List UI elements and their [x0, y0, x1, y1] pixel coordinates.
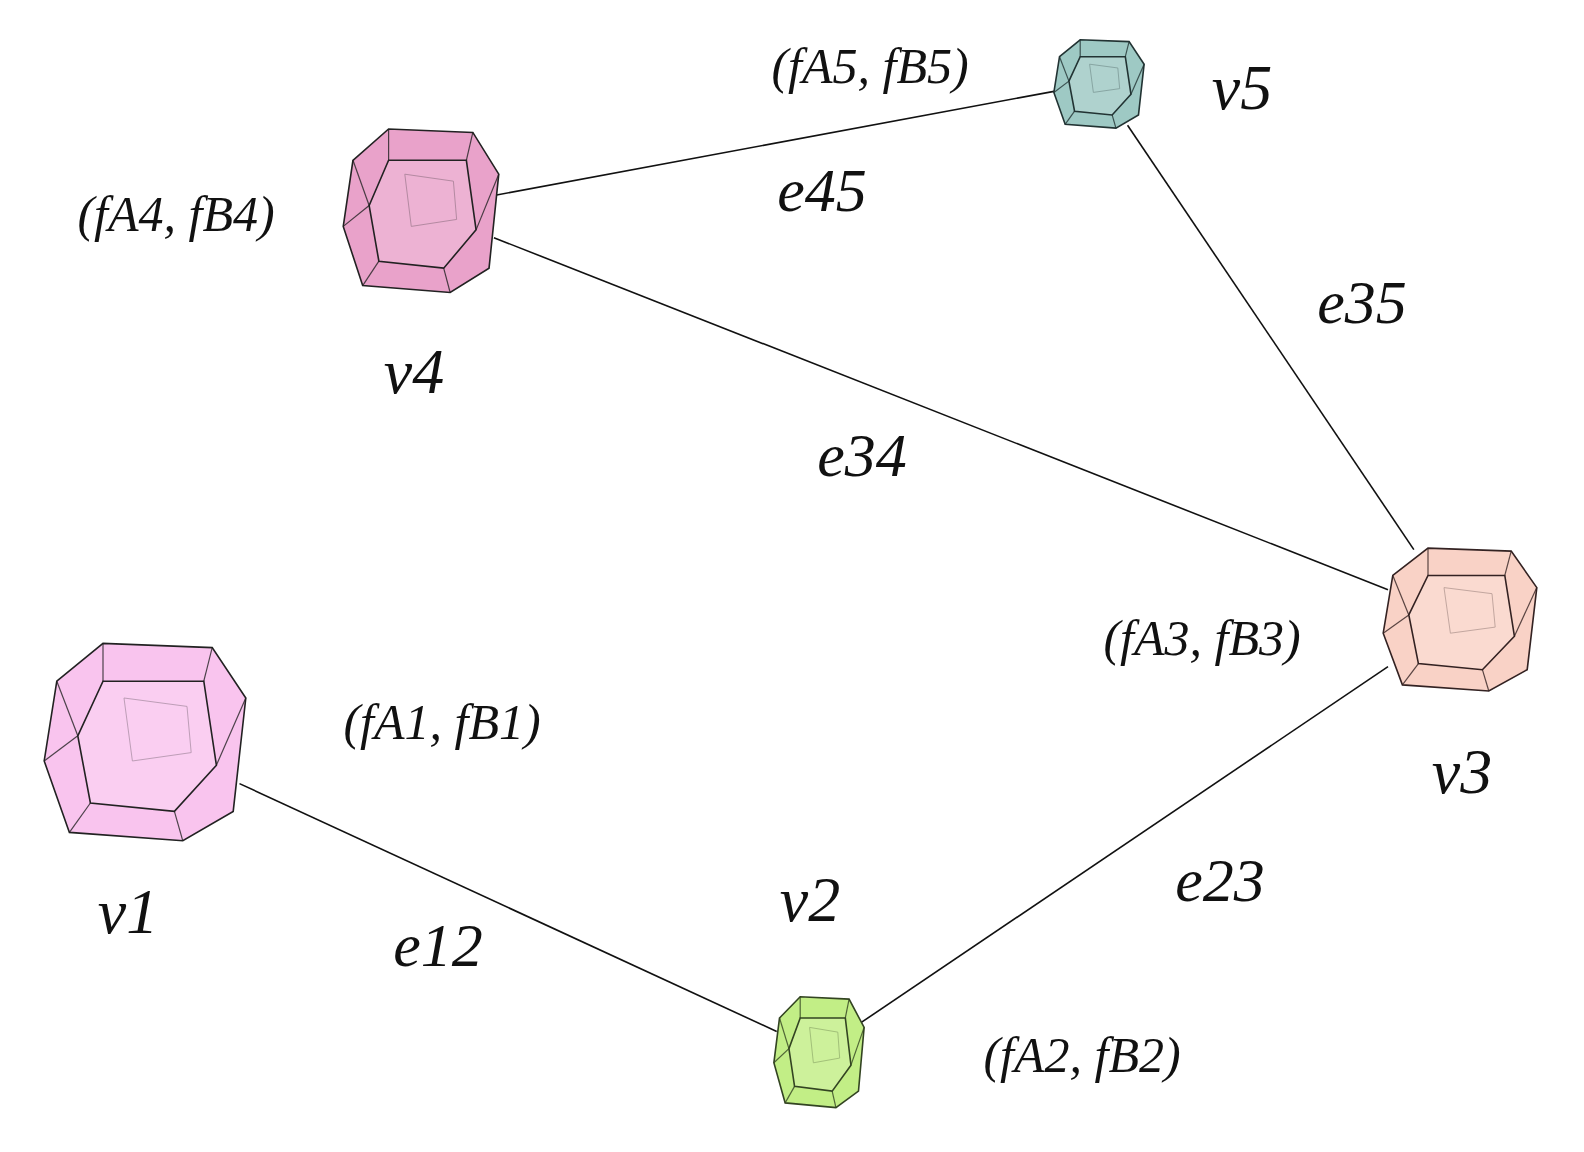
polyhedron-shape	[772, 992, 866, 1110]
graph-edge	[240, 784, 777, 1032]
graph-edge	[1128, 125, 1414, 549]
feature-label: (fA4, fB4)	[77, 189, 274, 239]
feature-label: (fA3, fB3)	[1103, 613, 1300, 663]
vertex-label: v3	[1432, 740, 1492, 804]
polyhedron-node: v2(fA2, fB2)	[772, 992, 866, 1110]
graph-edge	[494, 91, 1057, 196]
polyhedron-shape	[40, 635, 250, 845]
polyhedron-shape	[1380, 542, 1540, 694]
graph-edge	[861, 667, 1388, 1023]
edge-label: e35	[1317, 271, 1407, 333]
vertex-label: v4	[384, 340, 444, 404]
vertex-label: v2	[780, 868, 840, 932]
polyhedron-node: v1(fA1, fB1)	[40, 635, 250, 845]
feature-label: (fA2, fB2)	[983, 1030, 1180, 1080]
polyhedron-node: v4(fA4, fB4)	[340, 122, 502, 296]
polyhedron-node: v3(fA3, fB3)	[1380, 542, 1540, 694]
edge-label: e34	[817, 424, 907, 486]
feature-label: (fA1, fB1)	[343, 697, 540, 747]
vertex-label: v1	[98, 880, 158, 944]
polyhedron-shape	[1052, 36, 1146, 130]
feature-label: (fA5, fB5)	[771, 41, 968, 91]
polyhedron-shape	[340, 122, 502, 296]
polyhedron-node: v5(fA5, fB5)	[1052, 36, 1146, 130]
vertex-label: v5	[1212, 56, 1272, 120]
edge-label: e23	[1175, 849, 1265, 911]
edge-label: e12	[393, 914, 483, 976]
graph-edge	[494, 238, 1388, 590]
edge-label: e45	[777, 159, 867, 221]
